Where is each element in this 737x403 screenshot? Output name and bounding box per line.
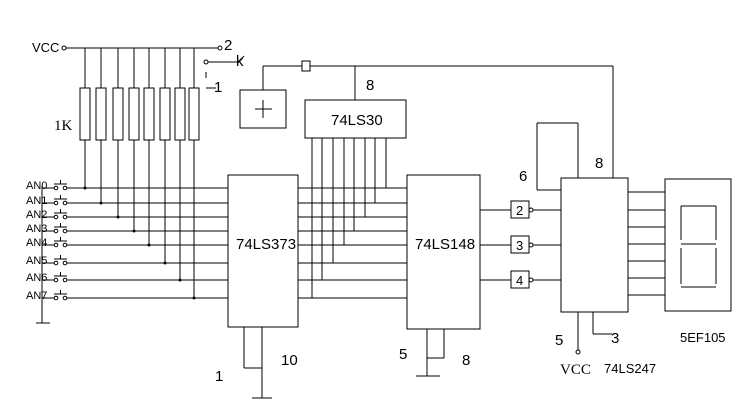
push-button-an1: AN1 (26, 195, 228, 207)
button-bank (36, 186, 50, 324)
push-button-an2: AN2 (26, 209, 228, 221)
inverter-2-label: 2 (516, 203, 523, 218)
inverter-box (239, 60, 614, 178)
chip-74ls373-label: 74LS373 (236, 236, 296, 253)
chip-74ls247-pin-5-label: 5 (555, 332, 563, 349)
inverter-4-label: 4 (516, 273, 523, 288)
inverter-3-label: 3 (516, 238, 523, 253)
display-label: 5EF105 (680, 330, 726, 345)
button-label: AN3 (26, 223, 47, 235)
button-label: AN1 (26, 195, 47, 207)
button-label: AN5 (26, 255, 47, 267)
chip-74ls247-label: 74LS247 (604, 361, 656, 376)
chip-74ls247 (560, 177, 629, 313)
push-button-an0: AN0 (26, 180, 228, 192)
seven-segment-display (664, 178, 732, 312)
vcc-top-label: VCC (32, 40, 59, 55)
push-button-an5: AN5 (26, 255, 228, 267)
button-label: AN2 (26, 209, 47, 221)
inverter-row (480, 200, 561, 289)
push-button-an3: AN3 (26, 223, 228, 235)
chip-74ls148-label: 74LS148 (415, 236, 475, 253)
chip-74ls148-pin-left-label: 5 (399, 346, 407, 363)
switch-k-label: k (236, 53, 244, 70)
button-label: AN6 (26, 272, 47, 284)
display-bus (628, 191, 665, 296)
resistor-bank (61, 45, 223, 298)
chip-74ls148 (406, 174, 481, 330)
chip-74ls30-pin-label: 8 (366, 77, 374, 94)
chip-74ls373-pin-left-label: 1 (215, 368, 223, 385)
chip-74ls247-pin-3-label: 3 (611, 330, 619, 347)
button-label: AN7 (26, 290, 47, 302)
resistor-value-label: 1K (54, 118, 73, 134)
push-button-an4: AN4 (26, 237, 228, 249)
switch-pos2-label: 2 (224, 37, 232, 54)
chip-74ls247-pin-8-label: 8 (595, 155, 603, 172)
button-label: AN4 (26, 237, 47, 249)
button-label: AN0 (26, 180, 47, 192)
chip-74ls247-pin-6-label: 6 (519, 168, 527, 185)
push-button-an6: AN6 (26, 272, 228, 284)
bus-373-to-148 (298, 138, 407, 299)
switch-pos1-label: 1 (214, 79, 222, 96)
chip-74ls30 (304, 99, 407, 139)
switch-k (203, 55, 245, 89)
chip-74ls373-pin-right-label: 10 (281, 352, 298, 369)
chip-74ls148-pin-right-label: 8 (462, 352, 470, 369)
chip-74ls373 (227, 174, 299, 328)
push-button-an7: AN7 (26, 290, 228, 302)
vcc-bottom-label: VCC (560, 362, 591, 378)
chip-74ls30-label: 74LS30 (331, 112, 383, 129)
